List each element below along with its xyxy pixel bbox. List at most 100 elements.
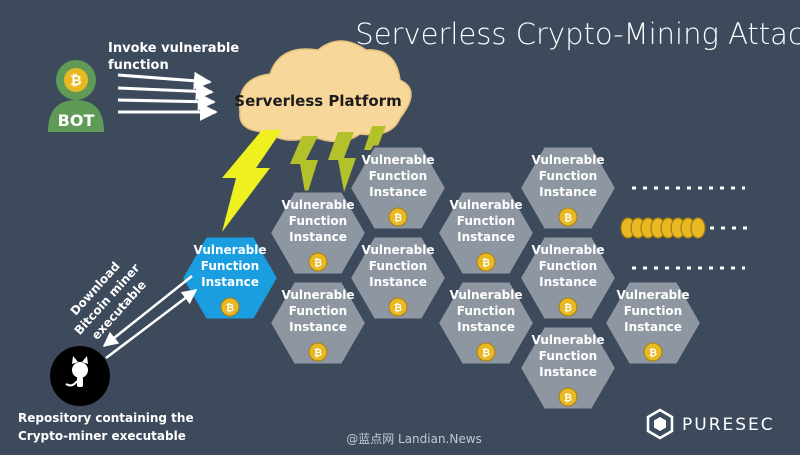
- hex-cell: [436, 190, 536, 276]
- bitcoin-coin-icon: [388, 297, 408, 317]
- bitcoin-symbol: ₿: [564, 302, 572, 314]
- instance-label-line: Function: [369, 259, 427, 273]
- hex-cell: [348, 145, 448, 231]
- instance-label-line: Instance: [457, 230, 515, 244]
- invoke-label-line2: function: [108, 58, 169, 73]
- bitcoin-symbol: ₿: [394, 302, 402, 314]
- hex-cell: [268, 280, 368, 366]
- invoke-label-line1: Invoke vulnerable: [108, 41, 239, 56]
- instance-label-line: Instance: [201, 275, 259, 289]
- instance-label-line: Function: [539, 349, 597, 363]
- bitcoin-coin-icon: [308, 252, 328, 272]
- bitcoin-symbol: ₿: [70, 73, 81, 89]
- brand-name: PURESEC: [682, 415, 775, 435]
- bot-body: [48, 100, 104, 132]
- instance-label-line: Instance: [539, 365, 597, 379]
- instance-label-line: Function: [539, 169, 597, 183]
- instance-label-line: Vulnerable: [449, 198, 522, 212]
- bitcoin-coin-icon: [476, 342, 496, 362]
- hex-cell: [518, 325, 618, 411]
- bitcoin-symbol: ₿: [394, 212, 402, 224]
- instance-label-line: Vulnerable: [193, 243, 266, 257]
- bitcoin-coin-icon: [220, 297, 240, 317]
- bitcoin-symbol: ₿: [564, 392, 572, 404]
- instance-label-line: Instance: [539, 275, 597, 289]
- bitcoin-symbol: ₿: [482, 347, 490, 359]
- coin-stream: [620, 217, 706, 239]
- bitcoin-symbol: ₿: [564, 212, 572, 224]
- instance-label-line: Function: [201, 259, 259, 273]
- instance-label-line: Vulnerable: [361, 153, 434, 167]
- instance-label-line: Vulnerable: [616, 288, 689, 302]
- bot-figure: ₿ BOT: [48, 60, 104, 132]
- bitcoin-coin-icon: [558, 207, 578, 227]
- hex-cell: [348, 235, 448, 321]
- watermark: @蓝点网 Landian.News: [346, 432, 482, 446]
- hex-cell: [180, 235, 280, 321]
- instance-label-line: Vulnerable: [531, 153, 604, 167]
- bitcoin-coin-icon: [643, 342, 663, 362]
- diagram-title: Serverless Crypto-Mining Attack: [355, 17, 800, 51]
- instance-label-line: Vulnerable: [531, 243, 604, 257]
- instance-label-line: Instance: [457, 320, 515, 334]
- instance-label-line: Vulnerable: [449, 288, 522, 302]
- lightning-bolt-icon: [290, 136, 318, 198]
- github-octocat-icon: [65, 356, 88, 387]
- lightning-bolt-icon: [222, 130, 282, 232]
- bitcoin-coin-icon: [690, 217, 706, 239]
- instance-label-line: Function: [624, 304, 682, 318]
- instance-label-line: Function: [289, 304, 347, 318]
- instance-label-line: Instance: [289, 230, 347, 244]
- bot-label: BOT: [58, 111, 95, 130]
- instance-label-line: Instance: [369, 275, 427, 289]
- bitcoin-coin-icon: [558, 387, 578, 407]
- instance-label-line: Instance: [369, 185, 427, 199]
- platform-label: Serverless Platform: [234, 92, 401, 110]
- invoke-arrows: [117, 71, 218, 121]
- instance-label-line: Instance: [624, 320, 682, 334]
- bitcoin-symbol: ₿: [226, 302, 234, 314]
- instance-label-line: Vulnerable: [281, 288, 354, 302]
- hex-cell: [436, 280, 536, 366]
- instance-label-line: Vulnerable: [281, 198, 354, 212]
- hex-cell: [518, 145, 618, 231]
- hex-cell: [268, 190, 368, 276]
- hex-cell: [518, 235, 618, 321]
- function-instance-grid: VulnerableFunctionInstance₿VulnerableFun…: [180, 145, 703, 411]
- bitcoin-coin-icon: [64, 68, 88, 92]
- lightning-bolt-icon: [328, 132, 356, 192]
- instance-label-line: Function: [369, 169, 427, 183]
- bitcoin-symbol: ₿: [314, 257, 322, 269]
- instance-label-line: Function: [457, 304, 515, 318]
- repo-label-line1: Repository containing the: [18, 411, 194, 425]
- download-arrows: [102, 275, 198, 359]
- bitcoin-symbol: ₿: [314, 347, 322, 359]
- instance-label-line: Vulnerable: [531, 333, 604, 347]
- hex-cell: [603, 280, 703, 366]
- instance-label-line: Function: [539, 259, 597, 273]
- instance-label-line: Instance: [539, 185, 597, 199]
- github-repository: [50, 346, 110, 406]
- bitcoin-coin-icon: [558, 297, 578, 317]
- mining-output: [620, 186, 752, 270]
- repo-label-line2: Crypto-miner executable: [18, 429, 186, 443]
- instance-label-line: Function: [457, 214, 515, 228]
- instance-label-line: Vulnerable: [361, 243, 434, 257]
- instance-label-line: Instance: [289, 320, 347, 334]
- bitcoin-coin-icon: [308, 342, 328, 362]
- cloud-icon: [238, 40, 412, 143]
- bitcoin-coin-icon: [388, 207, 408, 227]
- bitcoin-symbol: ₿: [482, 257, 490, 269]
